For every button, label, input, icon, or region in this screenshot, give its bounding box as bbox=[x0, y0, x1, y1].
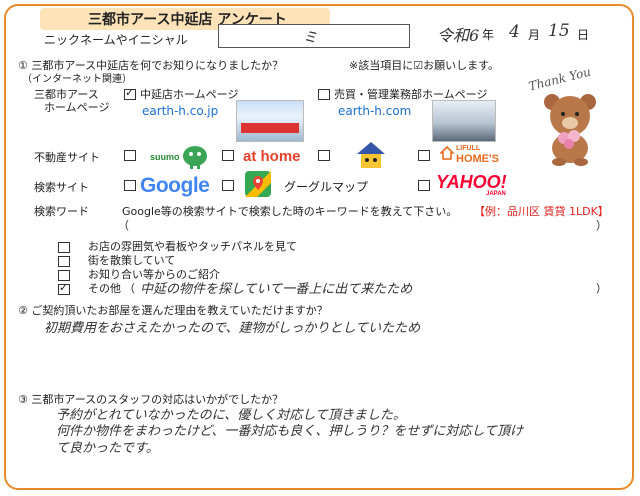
q3-question: ③ 三都市アースのスタッフの対応はいかがでしたか？ bbox=[18, 393, 284, 406]
date-month-suffix: 月 bbox=[528, 28, 541, 42]
q3-answer-line-3: て良かったです。 bbox=[56, 441, 159, 456]
other-answer: 中延の物件を探していて一番上に出て来たため bbox=[140, 282, 413, 297]
athome-logo: at home bbox=[243, 148, 301, 165]
house-mascot-icon bbox=[357, 142, 385, 168]
nakanobu-hp-label: 中延店ホームページ bbox=[140, 88, 239, 101]
homepage-row-label-1: 三都市アース bbox=[34, 88, 99, 101]
suumo-mascot-icon bbox=[183, 146, 207, 169]
date-day-suffix: 日 bbox=[577, 28, 590, 42]
keyword-row-label: 検索ワード bbox=[34, 205, 89, 218]
nakanobu-hp-screenshot bbox=[236, 100, 304, 142]
storefront-checkbox[interactable] bbox=[58, 242, 70, 253]
athome-checkbox[interactable] bbox=[222, 150, 234, 161]
sales-hp-label: 売買・管理業務部ホームページ bbox=[334, 88, 488, 101]
nickname-label: ニックネームやイニシャル bbox=[44, 33, 188, 47]
googlemap-checkbox[interactable] bbox=[222, 180, 234, 191]
other-checkbox[interactable] bbox=[58, 284, 70, 295]
referral-label: お知り合い等からのご紹介 bbox=[88, 268, 220, 281]
q2-answer: 初期費用をおさえたかったので、建物がしっかりとしていたため bbox=[44, 321, 421, 336]
keyword-instruction: Google等の検索サイトで検索した時のキーワードを教えて下さい。 bbox=[122, 205, 458, 218]
keyword-paren-open: （ bbox=[118, 219, 129, 232]
sales-hp-screenshot bbox=[432, 100, 496, 142]
other-paren-open: （ bbox=[124, 282, 135, 295]
googlemap-label: グーグルマップ bbox=[284, 180, 369, 194]
other-paren-close: ） bbox=[596, 282, 607, 295]
walking-checkbox[interactable] bbox=[58, 256, 70, 267]
q3-answer-line-2: 何件か物件をまわったけど、一番対応も良く、押しうり？をせずに対応して頂け bbox=[56, 424, 523, 439]
nakanobu-hp-url[interactable]: earth-h.co.jp bbox=[142, 104, 219, 118]
referral-checkbox[interactable] bbox=[58, 270, 70, 281]
suumo-checkbox[interactable] bbox=[124, 150, 136, 161]
q1-note: ※該当項目に☑お願いします。 bbox=[349, 59, 499, 72]
homes-checkbox[interactable] bbox=[418, 150, 430, 161]
homepage-row-label-2: ホームページ bbox=[44, 101, 110, 114]
sales-hp-url[interactable]: earth-h.com bbox=[338, 104, 412, 118]
other-label: その他 bbox=[88, 282, 121, 295]
screenshot-banner bbox=[241, 123, 299, 133]
homes-logo-small: LIFULL bbox=[456, 145, 481, 152]
homes-logo: HOME'S bbox=[456, 153, 499, 165]
bear-icon bbox=[544, 94, 596, 166]
date-year-suffix: 年 bbox=[482, 28, 495, 42]
survey-frame bbox=[4, 4, 634, 490]
storefront-label: お店の雰囲気や看板やタッチパネルを見て bbox=[88, 240, 297, 253]
google-maps-icon bbox=[245, 171, 271, 197]
suumo-logo: suumo bbox=[150, 152, 180, 162]
yahoo-logo: YAHOO! bbox=[436, 172, 507, 192]
nakanobu-hp-check-mark: ✓ bbox=[125, 86, 135, 99]
google-checkbox[interactable] bbox=[124, 180, 136, 191]
sales-hp-checkbox[interactable] bbox=[318, 89, 330, 100]
q2-question: ② ご契約頂いたお部屋を選んだ理由を教えていただけますか？ bbox=[18, 304, 328, 317]
realestate-row-label: 不動産サイト bbox=[34, 151, 100, 164]
nickname-value: ミ bbox=[303, 30, 317, 46]
nickname-field bbox=[218, 24, 410, 48]
google-logo: Google bbox=[140, 174, 210, 197]
yahoo-checkbox[interactable] bbox=[418, 180, 430, 191]
date-day: 15 bbox=[548, 21, 570, 41]
keyword-paren-close: ） bbox=[596, 219, 607, 232]
date-era: 令和6 bbox=[437, 26, 480, 45]
yahoo-logo-sub: JAPAN bbox=[486, 191, 506, 197]
q1-question: ① 三都市アース中延店を何でお知りになりましたか？ bbox=[18, 59, 284, 72]
walking-label: 街を散策していて bbox=[88, 254, 176, 267]
search-row-label: 検索サイト bbox=[34, 181, 89, 194]
keyword-example: 【例：品川区 賃貸 1LDK】 bbox=[474, 205, 609, 218]
homes-kenbiya-checkbox[interactable] bbox=[318, 150, 330, 161]
date-month: 4 bbox=[509, 22, 520, 42]
q3-answer-line-1: 予約がとれていなかったのに、優しく対応して頂きました。 bbox=[56, 408, 406, 423]
homes-house-icon bbox=[440, 146, 454, 160]
internet-label: （インターネット関連） bbox=[22, 74, 132, 85]
other-check-mark: ✓ bbox=[59, 281, 69, 294]
nakanobu-hp-checkbox[interactable] bbox=[124, 89, 136, 100]
